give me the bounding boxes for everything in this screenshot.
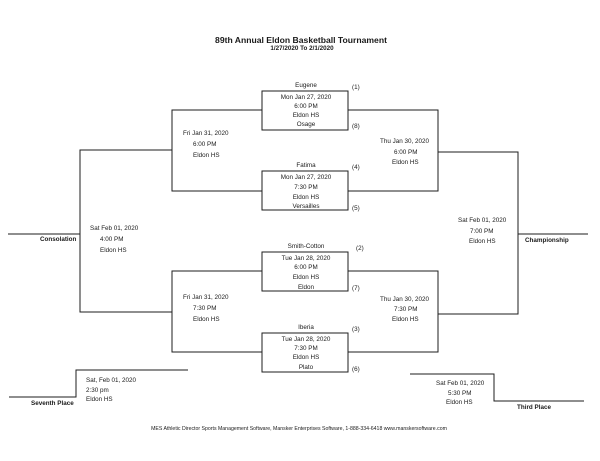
seed-4: (4) — [352, 164, 360, 171]
team-osage: Osage — [296, 121, 316, 128]
team-fatima: Fatima — [296, 162, 316, 169]
consolation-date: Sat Feb 01, 2020 — [90, 225, 139, 232]
semi-bracket-top — [348, 109, 439, 192]
footer-credit: MES Athletic Director Sports Management … — [151, 426, 447, 432]
seventh-date: Sat, Feb 01, 2020 — [86, 377, 137, 384]
date-range: 1/27/2020 To 2/1/2020 — [270, 45, 334, 52]
third-place-label: Third Place — [517, 404, 551, 411]
game-4-time: 7:30 PM — [294, 345, 318, 352]
seed-5: (5) — [352, 205, 360, 212]
seed-3: (3) — [352, 326, 360, 333]
cons-semi-bottom-date: Fri Jan 31, 2020 — [183, 294, 229, 301]
team-smith-cotton: Smith-Cotton — [287, 243, 325, 250]
game-4-date: Tue Jan 28, 2020 — [281, 336, 331, 343]
championship-bracket — [438, 151, 519, 315]
seed-7: (7) — [352, 285, 360, 292]
cons-semi-top-venue: Eldon HS — [193, 152, 220, 159]
cons-bracket-bottom — [171, 270, 262, 353]
seventh-time: 2:30 pm — [86, 387, 109, 394]
team-versailles: Versailles — [292, 203, 320, 210]
seventh-place-label: Seventh Place — [31, 400, 74, 407]
game-1-date: Mon Jan 27, 2020 — [280, 94, 332, 101]
team-iberia: Iberia — [298, 324, 314, 331]
consolation-time: 4:00 PM — [100, 236, 124, 243]
page-title: 89th Annual Eldon Basketball Tournament — [215, 35, 387, 45]
team-eldon: Eldon — [297, 284, 315, 291]
cons-bracket-top — [171, 109, 262, 192]
semi-bottom-date: Thu Jan 30, 2020 — [380, 296, 430, 303]
game-1-venue: Eldon HS — [292, 112, 320, 119]
seventh-venue: Eldon HS — [86, 396, 113, 403]
seed-1: (1) — [352, 84, 360, 91]
game-2-time: 7:30 PM — [294, 184, 318, 191]
cons-semi-top-time: 6:00 PM — [193, 141, 217, 148]
consolation-label: Consolation — [40, 236, 77, 243]
semi-top-date: Thu Jan 30, 2020 — [380, 138, 430, 145]
game-3-venue: Eldon HS — [292, 274, 320, 281]
championship-label: Championship — [525, 237, 569, 244]
cons-semi-bottom-venue: Eldon HS — [193, 316, 220, 323]
semi-bracket-bottom — [348, 270, 439, 353]
semi-bottom-time: 7:30 PM — [394, 306, 418, 313]
third-place-line — [410, 373, 584, 402]
game-2-date: Mon Jan 27, 2020 — [280, 174, 332, 181]
game-2-venue: Eldon HS — [292, 194, 320, 201]
seed-2: (2) — [356, 245, 364, 252]
third-venue: Eldon HS — [446, 399, 473, 406]
consolation-venue: Eldon HS — [100, 247, 127, 254]
game-3-date: Tue Jan 28, 2020 — [281, 255, 331, 262]
game-3-time: 6:00 PM — [294, 264, 318, 271]
third-date: Sat Feb 01, 2020 — [436, 380, 485, 387]
cons-semi-bottom-time: 7:30 PM — [193, 305, 217, 312]
semi-top-venue: Eldon HS — [392, 159, 419, 166]
semi-bottom-venue: Eldon HS — [392, 316, 419, 323]
team-plato: Plato — [298, 364, 314, 371]
consolation-bracket — [79, 149, 172, 313]
championship-time: 7:00 PM — [470, 228, 494, 235]
game-4-venue: Eldon HS — [292, 354, 320, 361]
cons-semi-top-date: Fri Jan 31, 2020 — [183, 130, 229, 137]
championship-date: Sat Feb 01, 2020 — [458, 217, 507, 224]
third-time: 5:30 PM — [448, 390, 472, 397]
seventh-place-line — [9, 369, 188, 398]
seed-8: (8) — [352, 123, 360, 130]
game-1-time: 6:00 PM — [294, 103, 318, 110]
championship-venue: Eldon HS — [469, 238, 496, 245]
semi-top-time: 6:00 PM — [394, 149, 418, 156]
seed-6: (6) — [352, 366, 360, 373]
team-eugene: Eugene — [295, 82, 317, 89]
